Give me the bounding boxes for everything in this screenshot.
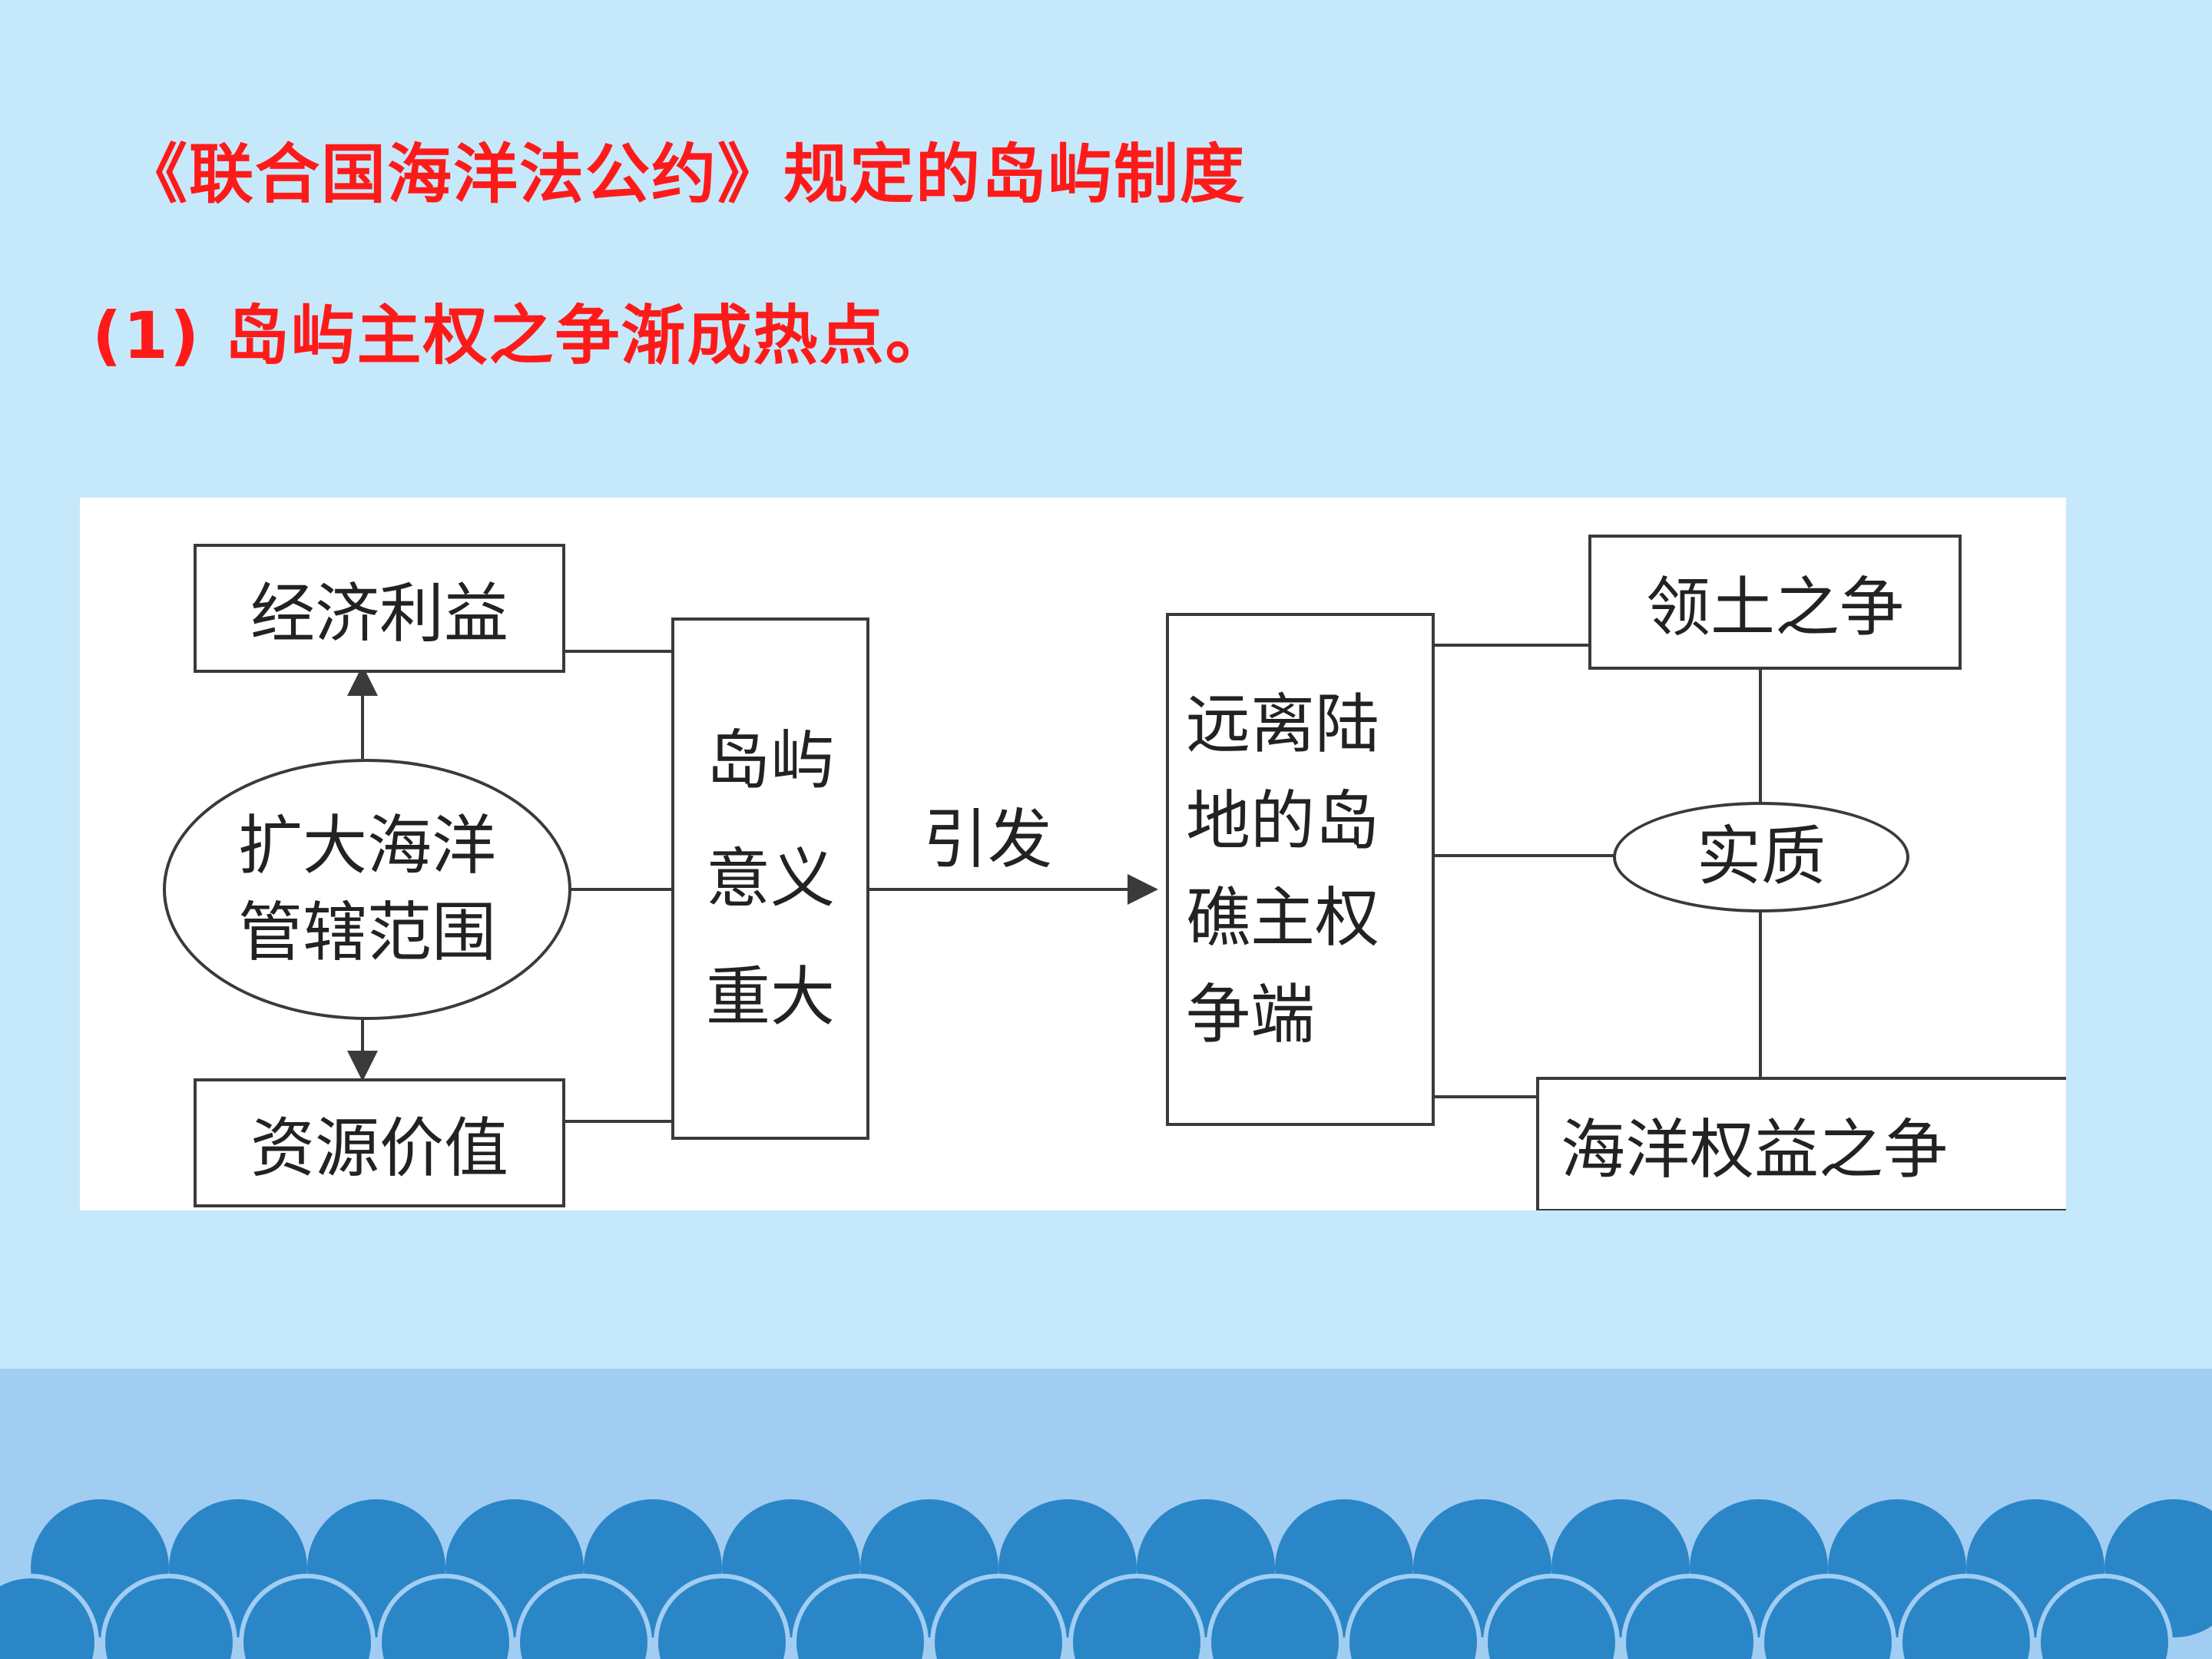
expand-scope-line-2: 管辖范围 — [237, 895, 496, 970]
box-economic-interest-label: 经济利益 — [250, 575, 508, 651]
box-resource-value: 资源价值 — [194, 1078, 565, 1207]
slide-title: 《联合国海洋法公约》规定的岛屿制度 — [123, 137, 1247, 212]
footer-band — [0, 1369, 2212, 1659]
island-significance-line-3: 重大 — [705, 959, 835, 1035]
expand-scope-line-1: 扩大海洋 — [237, 807, 496, 883]
remote-islands-line-4: 争端 — [1186, 977, 1316, 1052]
connector-lines — [347, 644, 1762, 1123]
essence-label: 实质 — [1696, 819, 1826, 895]
slide-point-1: (1) 岛屿主权之争渐成热点。 — [92, 298, 952, 373]
box-territory-dispute: 领土之争 — [1588, 535, 1962, 670]
arrow-label-trigger: 引发 — [923, 802, 1053, 877]
ellipse-essence: 实质 — [1613, 802, 1909, 912]
island-significance-line-1: 岛屿 — [705, 723, 835, 798]
wave-row-front — [0, 1574, 2173, 1659]
island-significance-line-2: 意义 — [705, 841, 835, 916]
remote-islands-line-2: 地的岛 — [1186, 783, 1380, 859]
box-maritime-rights-dispute: 海洋权益之争 — [1536, 1077, 2066, 1210]
box-island-significance-frame: 岛屿 意义 重大 — [671, 618, 869, 1140]
remote-islands-line-3: 礁主权 — [1186, 880, 1380, 955]
footer-waves — [0, 1499, 2212, 1659]
box-maritime-rights-dispute-label: 海洋权益之争 — [1561, 1111, 1949, 1187]
box-remote-islands: 远离陆 地的岛 礁主权 争端 — [1166, 613, 1435, 1126]
ellipse-expand-scope: 扩大海洋 管辖范围 — [163, 759, 571, 1020]
box-territory-dispute-label: 领土之争 — [1645, 569, 1904, 645]
box-resource-value-label: 资源价值 — [250, 1110, 508, 1186]
box-economic-interest: 经济利益 — [194, 544, 565, 673]
remote-islands-line-1: 远离陆 — [1186, 687, 1380, 762]
flow-diagram: 经济利益 资源价值 扩大海洋 管辖范围 岛屿 意义 重大 引发 远离陆 地的岛 … — [80, 498, 2066, 1210]
